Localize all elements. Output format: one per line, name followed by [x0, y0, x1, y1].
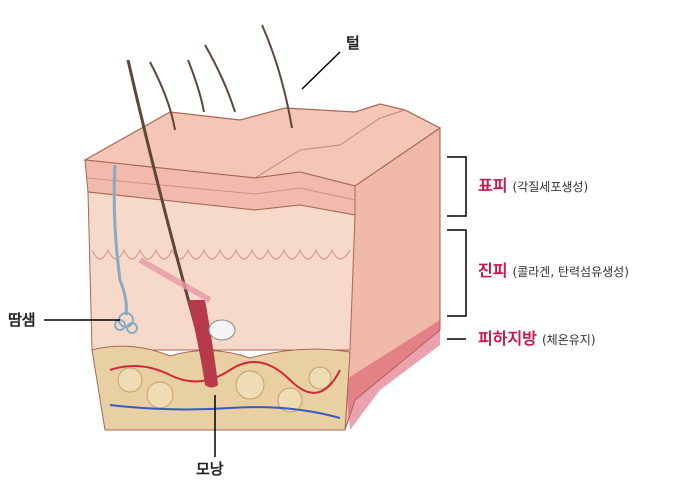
- epidermis-line: [87, 177, 356, 201]
- subcutis-label: 피하지방 (체온유지): [478, 331, 596, 347]
- dermis-bracket: [447, 229, 467, 317]
- blood-vessels: [109, 361, 341, 394]
- epidermis-desc: (각질세포생성): [512, 180, 589, 194]
- blue-vessel: [109, 404, 341, 419]
- sebaceous-gland: [208, 319, 236, 341]
- dermis-label: 진피 (콜라겐, 탄력섬유생성): [478, 263, 629, 279]
- dermal-papillae: [91, 248, 351, 260]
- epidermis-label: 표피 (각질세포생성): [478, 178, 588, 194]
- hair-follicle: [188, 300, 218, 388]
- dermis-desc: (콜라겐, 탄력섬유생성): [512, 265, 629, 279]
- arrector-muscle: [138, 257, 212, 303]
- sweat-gland-label: 땀샘: [8, 311, 36, 329]
- hair-label: 털: [346, 34, 360, 52]
- skin-ridge: [254, 109, 406, 179]
- epidermis-bracket: [447, 156, 467, 217]
- side-fat-layer: [345, 320, 440, 430]
- follicle-label: 모낭: [196, 460, 224, 478]
- subcutis-desc: (체온유지): [541, 333, 596, 347]
- hair-leader-line: [301, 51, 341, 90]
- subcutis-name: 피하지방: [478, 329, 537, 348]
- sweat-gland-duct: [112, 164, 128, 316]
- epidermis-name: 표피: [478, 176, 508, 195]
- dermis-name: 진피: [478, 261, 508, 280]
